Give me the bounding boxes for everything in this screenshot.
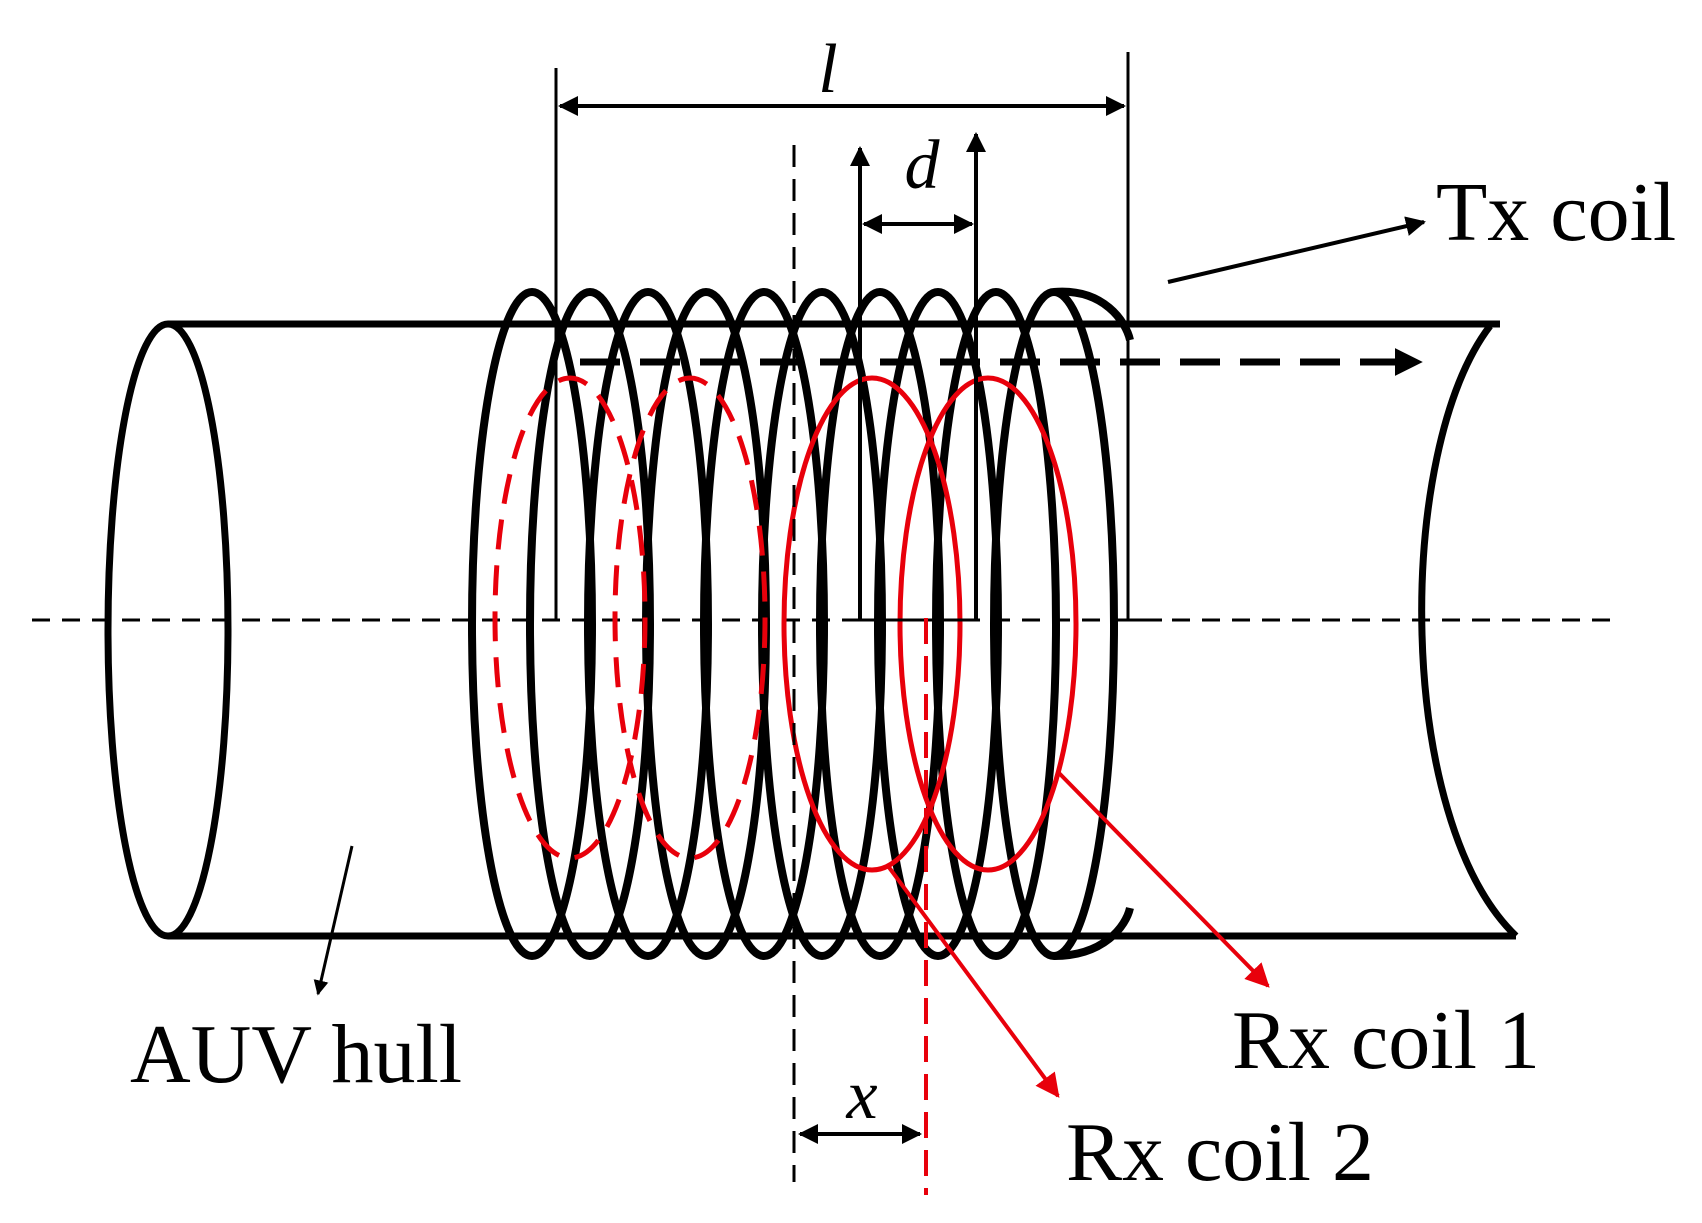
- tx-coil-turn: [932, 288, 1060, 960]
- dimension-d: [850, 132, 986, 622]
- tx-coil-leader: [1167, 216, 1426, 284]
- hull-right-end: [1418, 323, 1519, 939]
- tx-coil: [468, 287, 1134, 960]
- label-l: l: [818, 31, 837, 108]
- label-rx-coil-1: Rx coil 1: [1232, 994, 1540, 1087]
- rx-coil-2: [492, 375, 1079, 873]
- rx-coil-2-leader: [886, 864, 1060, 1098]
- label-x: x: [845, 1057, 877, 1134]
- rx-coil-2-loop-a: [492, 375, 648, 861]
- hull-left-end: [104, 320, 232, 940]
- rx-coil-1-solid: [897, 375, 1079, 873]
- auv-hull-leader: [313, 845, 354, 996]
- rx-coil-2-solid: [781, 375, 963, 873]
- tx-coil-end-cap: [1053, 287, 1134, 960]
- label-d: d: [905, 127, 941, 204]
- rx-coil-2-loop-b: [612, 375, 768, 861]
- label-rx-coil-2: Rx coil 2: [1066, 1106, 1374, 1199]
- rx-coil-1-leader: [1056, 770, 1270, 988]
- label-auv-hull: AUV hull: [130, 1008, 462, 1101]
- dimension-l: [554, 52, 1162, 622]
- label-tx-coil: Tx coil: [1436, 166, 1676, 259]
